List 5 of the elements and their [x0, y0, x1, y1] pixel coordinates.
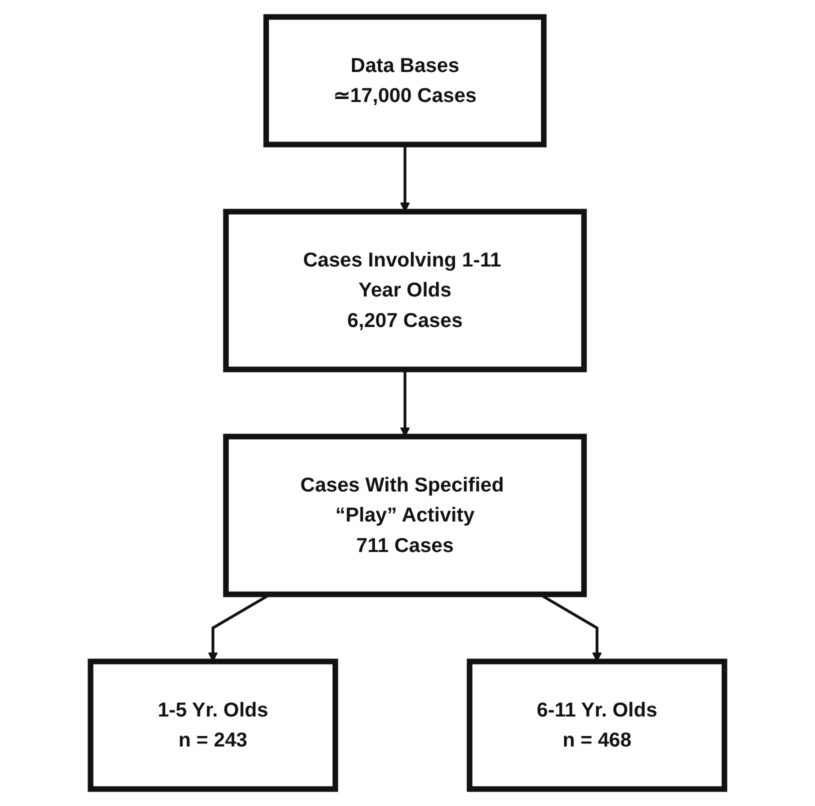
node-box: 6-11 Yr. Olds n = 468 [466, 658, 728, 792]
node-box: 1-5 Yr. Olds n = 243 [88, 658, 338, 792]
node-box: Data Bases ≃17,000 Cases [263, 14, 547, 148]
node-box: Cases With Specified “Play” Activity 711 Cases [223, 434, 587, 598]
node-box: Cases Involving 1-11 Year Olds 6,207 Cases [223, 208, 587, 372]
